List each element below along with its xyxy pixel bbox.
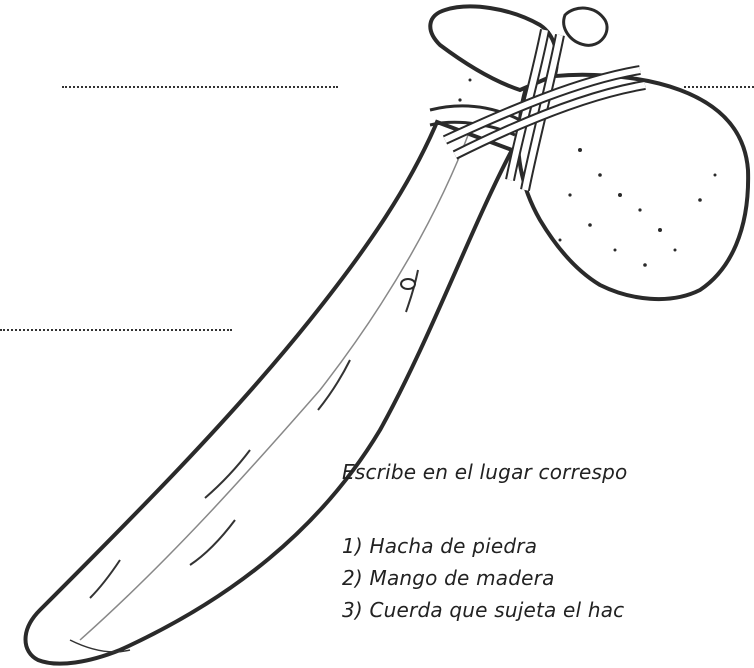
- answer-line-2[interactable]: [684, 86, 754, 88]
- answer-line-1[interactable]: [62, 86, 338, 88]
- list-item-1: 1) Hacha de piedra: [342, 534, 537, 558]
- instruction-text: Escribe en el lugar correspo: [342, 460, 627, 484]
- answer-line-3[interactable]: [0, 329, 232, 331]
- list-item-2: 2) Mango de madera: [342, 566, 555, 590]
- list-item-3: 3) Cuerda que sujeta el hac: [342, 598, 624, 622]
